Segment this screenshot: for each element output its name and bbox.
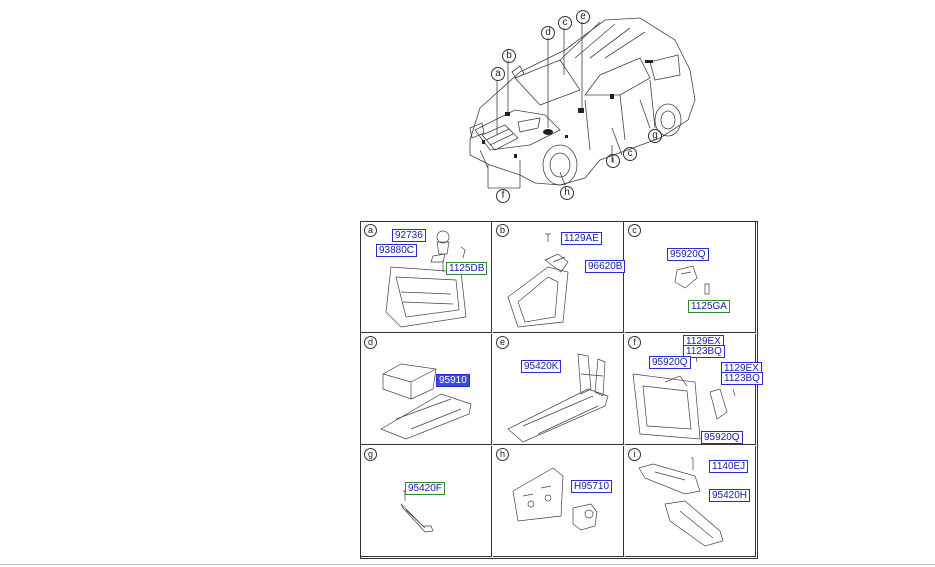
cell-letter: g <box>364 448 377 461</box>
parts-detail-grid: a 92736 93880C 1125DB b <box>360 221 763 559</box>
detail-cell-h: h H95710 <box>493 446 624 557</box>
part-label-95920q-bottom[interactable]: 95920Q <box>701 431 743 444</box>
detail-cell-i: i 1140EJ 95420H <box>625 446 756 557</box>
part-label-92736[interactable]: 92736 <box>392 229 426 242</box>
part-label-95920q[interactable]: 95920Q <box>667 248 709 261</box>
part-label-1140ej[interactable]: 1140EJ <box>709 460 749 473</box>
callout-a: a <box>491 67 505 81</box>
callout-b: b <box>502 49 516 63</box>
cell-letter: e <box>496 336 509 349</box>
callout-f: f <box>496 189 510 203</box>
bracket-illustration <box>507 233 569 328</box>
detail-cell-c: c 95920Q 1125GA <box>625 222 756 333</box>
callout-g: g <box>648 129 662 143</box>
part-label-1123bq-right[interactable]: 1123BQ <box>721 372 763 385</box>
detail-cell-f: f 1129EX 1123BQ 95920Q 1129EX 1123BQ 959… <box>625 334 763 445</box>
sounder-illustration <box>512 467 598 531</box>
cell-letter: c <box>628 224 641 237</box>
cell-letter: a <box>364 224 377 237</box>
cell-letter: h <box>496 448 509 461</box>
callout-h: h <box>560 186 574 200</box>
detail-cell-g: g 95420F <box>361 446 492 557</box>
sensor-illustration <box>674 265 710 295</box>
part-label-h95710[interactable]: H95710 <box>571 480 613 493</box>
cell-letter: d <box>364 336 377 349</box>
sensor-bracket-illustration <box>638 457 724 547</box>
part-label-95920q-left[interactable]: 95920Q <box>649 356 691 369</box>
detail-cell-a: a 92736 93880C 1125DB <box>361 222 492 333</box>
detail-cell-d: d 95910 <box>361 334 492 445</box>
callout-e: e <box>576 10 590 24</box>
cell-letter: f <box>628 336 641 349</box>
cell-letter: i <box>628 448 641 461</box>
cell-letter: b <box>496 224 509 237</box>
detail-cell-b: b 1129AE 96620B <box>493 222 626 333</box>
part-label-95420h[interactable]: 95420H <box>709 489 751 502</box>
callout-c-side: c <box>623 147 637 161</box>
part-label-93880c[interactable]: 93880C <box>376 244 418 257</box>
part-label-1125ga[interactable]: 1125GA <box>688 300 730 313</box>
callout-i: i <box>606 154 620 168</box>
part-label-1125db[interactable]: 1125DB <box>446 262 488 275</box>
part-label-1129ae[interactable]: 1129AE <box>561 232 602 245</box>
bracket-illustration <box>385 230 467 328</box>
part-label-96620b[interactable]: 96620B <box>585 260 626 273</box>
callout-c-top: c <box>558 16 572 30</box>
part-label-1123bq-top[interactable]: 1123BQ <box>683 345 725 358</box>
bracket-illustration <box>507 353 609 443</box>
part-label-95420f[interactable]: 95420F <box>405 482 445 495</box>
control-module-illustration <box>380 363 472 440</box>
page-divider <box>0 564 935 565</box>
detail-cell-e: e 95420K <box>493 334 624 445</box>
callout-d: d <box>541 26 555 40</box>
part-label-95910[interactable]: 95910 <box>436 374 470 387</box>
sensor-illustration <box>400 490 434 533</box>
part-label-95420k[interactable]: 95420K <box>521 360 562 373</box>
